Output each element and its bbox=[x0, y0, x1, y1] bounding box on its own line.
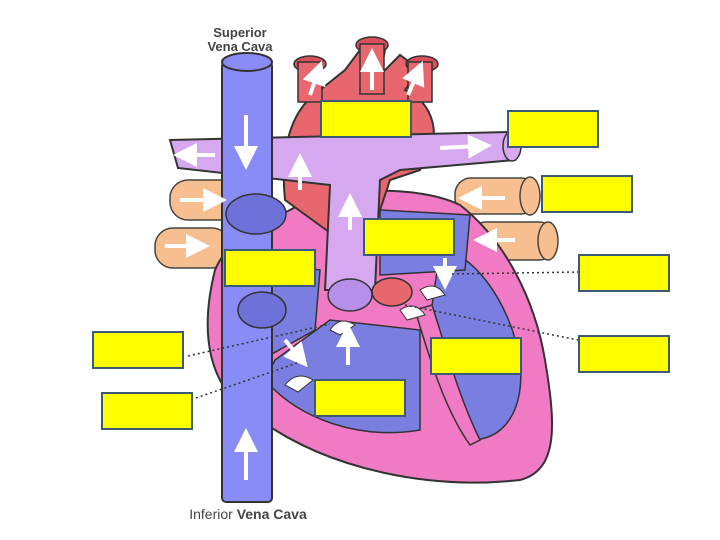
pointer-lines bbox=[187, 271, 579, 399]
inferior-label-light: Inferior bbox=[189, 506, 233, 522]
flow-arrows bbox=[165, 48, 515, 480]
label-box-pulmonary-valve[interactable] bbox=[363, 218, 455, 256]
superior-label-line2: Vena Cava bbox=[207, 39, 273, 54]
superior-vena-cava-label: Superior Vena Cava bbox=[188, 26, 292, 54]
inferior-label-bold: Vena Cava bbox=[236, 506, 307, 522]
label-box-pulmonary-artery[interactable] bbox=[507, 110, 599, 148]
label-box-left-atrium[interactable] bbox=[578, 254, 670, 292]
label-box-pulmonary-veins[interactable] bbox=[541, 175, 633, 213]
label-box-right-ventricle[interactable] bbox=[314, 379, 406, 417]
label-box-septum[interactable] bbox=[101, 392, 193, 430]
aorta-branches bbox=[293, 36, 439, 103]
label-box-right-atrium[interactable] bbox=[224, 249, 316, 287]
label-box-mitral-valve[interactable] bbox=[430, 337, 522, 375]
inferior-vena-cava-label: Inferior Vena Cava bbox=[168, 507, 328, 521]
label-box-left-ventricle[interactable] bbox=[578, 335, 670, 373]
superior-label-line1: Superior bbox=[213, 25, 267, 40]
label-box-tricuspid-valve[interactable] bbox=[92, 331, 184, 369]
label-box-aorta[interactable] bbox=[320, 100, 412, 138]
